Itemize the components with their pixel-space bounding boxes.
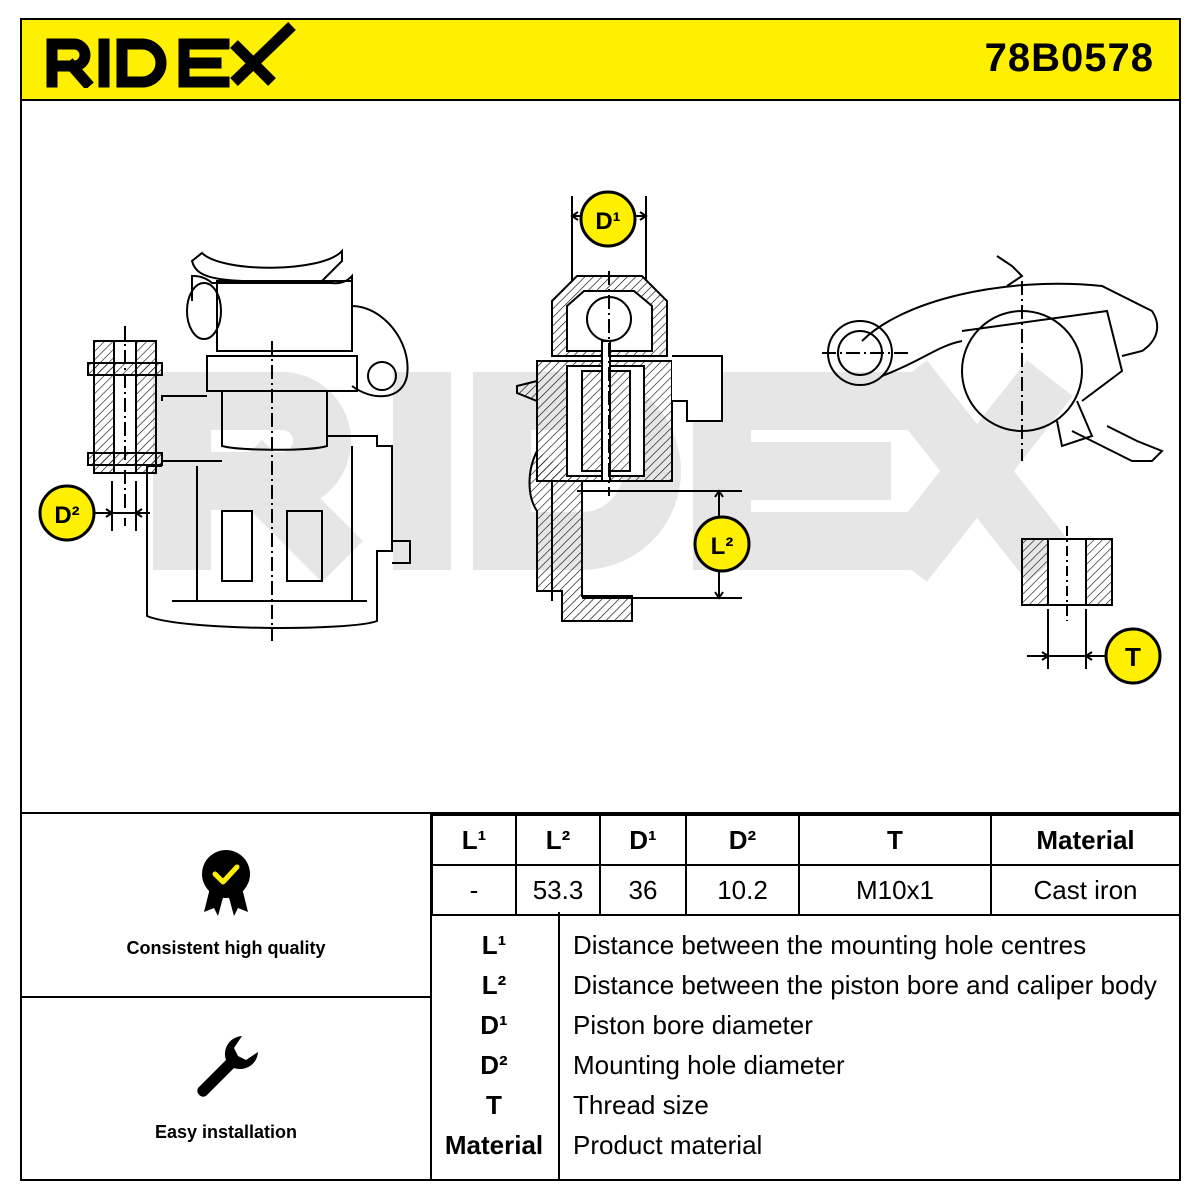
spec-header-l1: L¹ <box>431 814 517 866</box>
legend-divider <box>558 912 560 1181</box>
legend-key-d1: D¹ <box>480 1010 508 1040</box>
feature-quality: Consistent high quality <box>22 814 430 996</box>
legend-desc-d1: Piston bore diameter <box>573 1010 813 1040</box>
features-divider <box>430 812 432 1181</box>
ridex-logo <box>46 22 296 88</box>
quality-badge-icon <box>202 850 250 916</box>
spec-value-l2: 53.3 <box>515 864 601 916</box>
legend-desc-t: Thread size <box>573 1090 709 1120</box>
feature-quality-label: Consistent high quality <box>126 938 326 958</box>
legend-key-l2: L² <box>481 970 507 1000</box>
dim-badge-t: T <box>1104 627 1162 685</box>
caliper-section-view <box>516 196 742 622</box>
part-number: 78B0578 <box>984 36 1154 80</box>
legend-desc-d2: Mounting hole diameter <box>573 1050 845 1080</box>
svg-text:D¹: D¹ <box>595 208 620 235</box>
watermark <box>153 360 1073 583</box>
legend-key-l1: L¹ <box>481 930 507 960</box>
legend-desc-material: Product material <box>573 1130 763 1160</box>
spec-value-t: M10x1 <box>798 864 992 916</box>
spec-header-l2: L² <box>515 814 601 866</box>
spec-header-row: L¹ L² D¹ D² T Material <box>431 814 1181 866</box>
caliper-side-view <box>146 248 411 641</box>
thread-insert <box>1021 526 1113 669</box>
legend-desc-l1: Distance between the mounting hole centr… <box>573 930 1087 960</box>
dim-badge-l2: L² <box>693 515 751 573</box>
wrench-icon <box>197 1036 258 1097</box>
spec-value-d1: 36 <box>599 864 687 916</box>
feature-installation-label: Easy installation <box>154 1122 298 1142</box>
spec-value-d2: 10.2 <box>685 864 800 916</box>
spec-header-material: Material <box>990 814 1181 866</box>
spec-header-d2: D² <box>685 814 800 866</box>
caliper-perspective-view <box>822 255 1164 462</box>
spec-value-material: Cast iron <box>990 864 1181 916</box>
legend-desc-l2: Distance between the piston bore and cal… <box>573 970 1157 1000</box>
mounting-sleeve <box>82 326 163 531</box>
dim-badge-d1: D¹ <box>579 190 637 248</box>
legend-key-d2: D² <box>480 1050 508 1080</box>
feature-installation: Easy installation <box>22 998 430 1180</box>
svg-text:T: T <box>1125 642 1141 672</box>
svg-text:L²: L² <box>711 533 734 560</box>
spec-value-row: - 53.3 36 10.2 M10x1 Cast iron <box>431 864 1181 916</box>
legend-key-t: T <box>486 1090 502 1120</box>
spec-table: L¹ L² D¹ D² T Material - 53.3 36 10.2 M1… <box>431 814 1181 916</box>
spec-header-t: T <box>798 814 992 866</box>
feature-divider <box>20 996 431 998</box>
drawing-divider <box>20 812 1181 814</box>
technical-drawing: D¹ D² L² T <box>38 190 1164 685</box>
spec-value-l1: - <box>431 864 517 916</box>
legend-key-material: Material <box>444 1130 544 1160</box>
svg-text:D²: D² <box>54 502 79 529</box>
spec-header-d1: D¹ <box>599 814 687 866</box>
dim-badge-d2: D² <box>38 484 96 542</box>
